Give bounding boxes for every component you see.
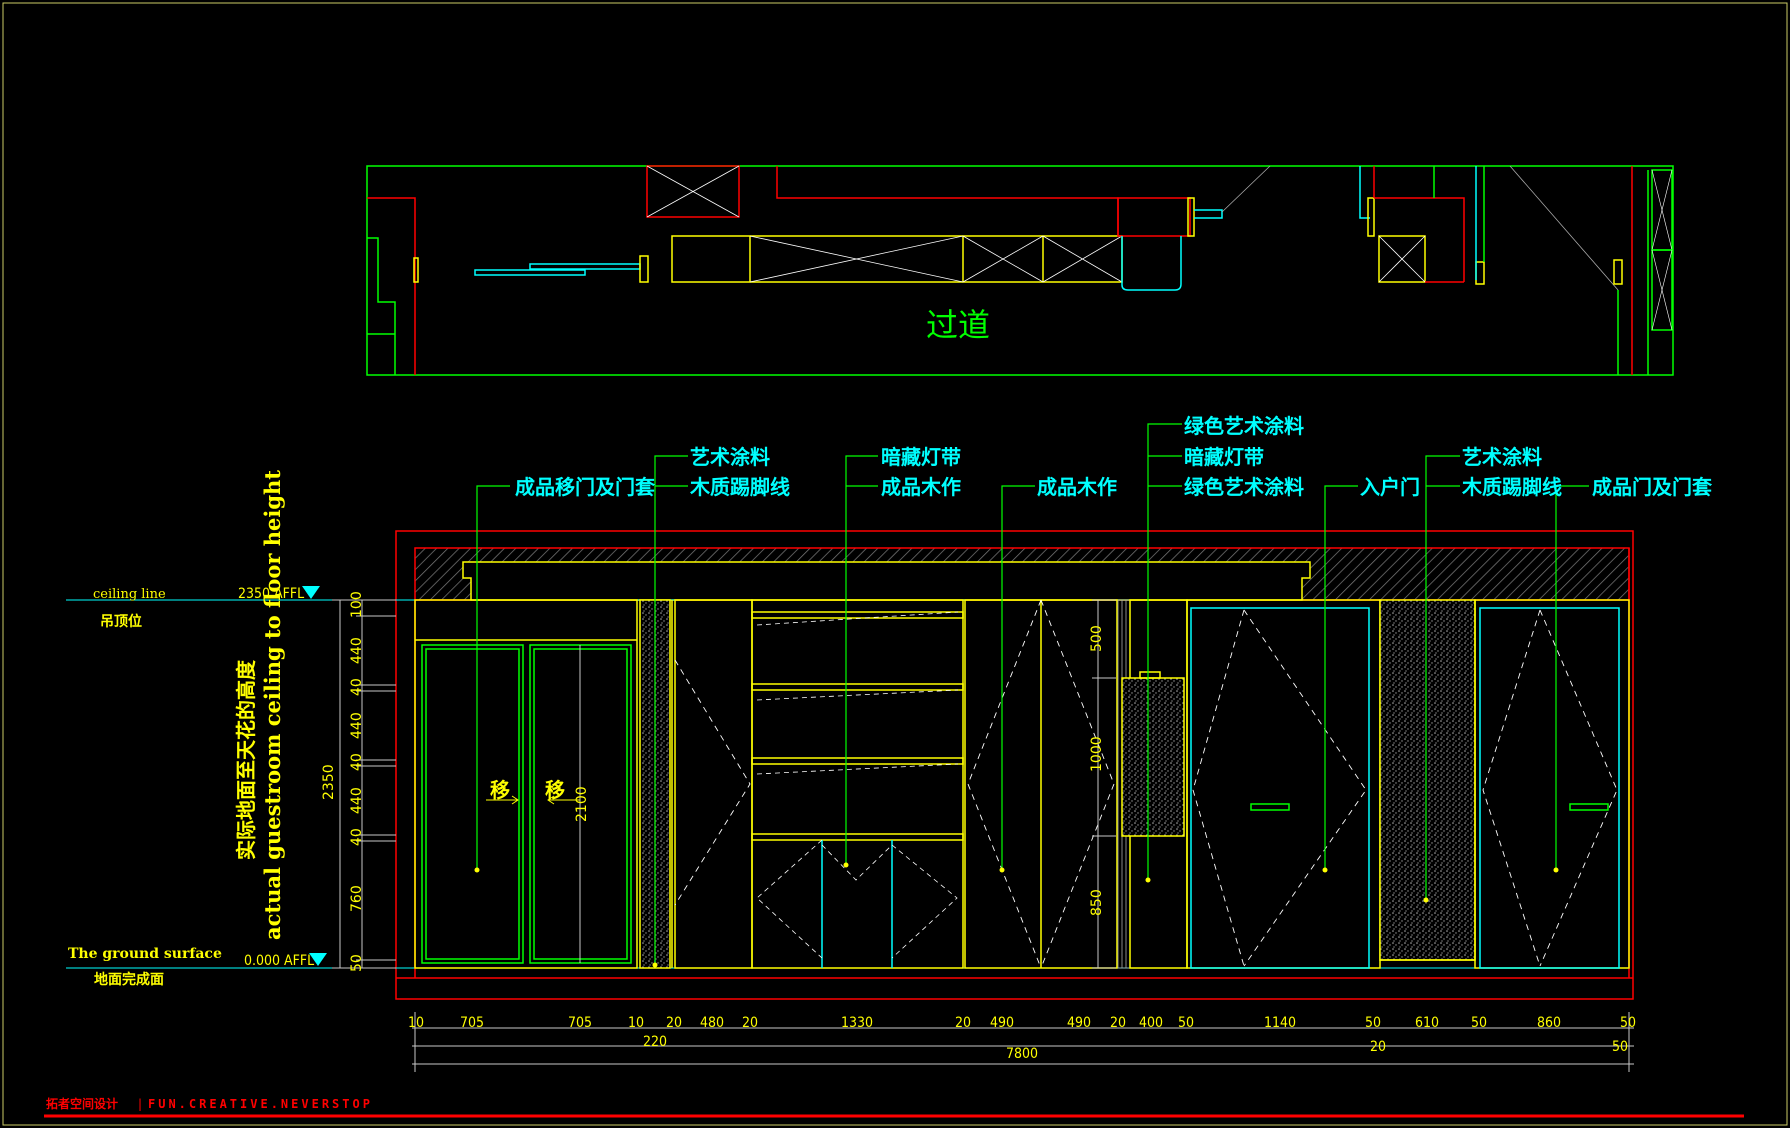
ceiling-cn-label: 吊顶位 <box>100 613 142 630</box>
svg-text:20: 20 <box>742 1015 758 1031</box>
svg-text:40: 40 <box>349 828 365 846</box>
svg-text:20: 20 <box>1110 1015 1126 1031</box>
ground-level-value: 0.000 AFFL <box>244 953 314 969</box>
vertical-total: 2350 <box>321 764 337 800</box>
svg-text:440: 440 <box>349 637 365 664</box>
svg-text:40: 40 <box>349 678 365 696</box>
callout-art-paint: 艺术涂料 <box>690 445 770 469</box>
vertical-dims-right: 500 1000 850 <box>1089 625 1105 916</box>
callout-hidden-light: 暗藏灯带 <box>881 445 961 469</box>
svg-text:760: 760 <box>349 885 365 912</box>
svg-text:10: 10 <box>628 1015 644 1031</box>
height-note-en: actual guestroom ceiling to floor height <box>260 470 285 940</box>
svg-text:10: 10 <box>408 1015 424 1031</box>
svg-text:100: 100 <box>349 591 365 618</box>
svg-text:440: 440 <box>349 712 365 739</box>
callout-sliding-door: 成品移门及门套 <box>515 475 655 499</box>
svg-text:850: 850 <box>1089 889 1105 916</box>
svg-text:20: 20 <box>955 1015 971 1031</box>
subtotal-mid: 20 <box>1370 1039 1386 1055</box>
callout-labels: 成品移门及门套 艺术涂料 木质踢脚线 暗藏灯带 成品木作 成品木作 绿色艺术涂料… <box>515 414 1712 499</box>
callout-skirting: 木质踢脚线 <box>689 475 790 499</box>
callout-skirting-2: 木质踢脚线 <box>1461 475 1562 499</box>
svg-text:490: 490 <box>1067 1015 1091 1031</box>
callout-woodwork: 成品木作 <box>881 475 961 499</box>
svg-text:20: 20 <box>666 1015 682 1031</box>
svg-text:1140: 1140 <box>1264 1015 1296 1031</box>
door-height: 2100 <box>574 786 590 822</box>
ground-level-icon <box>309 953 327 966</box>
svg-text:1000: 1000 <box>1089 736 1105 772</box>
footer-slogan: FUN.CREATIVE.NEVERSTOP <box>148 1097 373 1111</box>
svg-text:440: 440 <box>349 787 365 814</box>
elevation-view <box>66 530 1634 1000</box>
svg-text:500: 500 <box>1089 625 1105 652</box>
ground-cn-label: 地面完成面 <box>94 971 164 988</box>
ground-surface-label: The ground surface <box>68 946 222 962</box>
callout-art-paint-2: 艺术涂料 <box>1462 445 1542 469</box>
level-markers: ceiling line 2350 AFFL 吊顶位 The ground su… <box>68 586 327 988</box>
leader-ends <box>474 862 1559 968</box>
slide-mark-left: 移 <box>490 778 510 802</box>
subtotal-right: 50 <box>1612 1039 1628 1055</box>
callout-door-frame: 成品门及门套 <box>1592 475 1712 499</box>
footer-sep: | <box>138 1097 142 1111</box>
plan-label: 过道 <box>926 306 990 344</box>
ceiling-level-icon <box>302 586 320 599</box>
svg-text:50: 50 <box>349 954 365 972</box>
callout-hidden-light-2: 暗藏灯带 <box>1184 445 1264 469</box>
callout-woodwork-2: 成品木作 <box>1037 475 1117 499</box>
svg-text:860: 860 <box>1537 1015 1561 1031</box>
svg-text:50: 50 <box>1365 1015 1381 1031</box>
vertical-dim-lines <box>332 599 1116 969</box>
svg-text:490: 490 <box>990 1015 1014 1031</box>
callout-entry-door: 入户门 <box>1360 475 1420 499</box>
plan-view <box>366 165 1674 376</box>
vertical-dims-left: 100 440 40 440 40 440 40 760 50 2350 210… <box>321 591 590 972</box>
callout-green-paint: 绿色艺术涂料 <box>1184 414 1304 438</box>
overall-length: 7800 <box>1006 1046 1038 1062</box>
svg-text:1330: 1330 <box>841 1015 873 1031</box>
callout-green-paint-2: 绿色艺术涂料 <box>1184 475 1304 499</box>
svg-text:50: 50 <box>1620 1015 1636 1031</box>
svg-text:610: 610 <box>1415 1015 1439 1031</box>
svg-text:705: 705 <box>568 1015 592 1031</box>
svg-text:400: 400 <box>1139 1015 1163 1031</box>
svg-text:705: 705 <box>460 1015 484 1031</box>
svg-text:50: 50 <box>1471 1015 1487 1031</box>
footer-brand: 拓者空间设计 <box>46 1096 118 1111</box>
svg-text:50: 50 <box>1178 1015 1194 1031</box>
leader-lines <box>476 423 1589 965</box>
svg-text:480: 480 <box>700 1015 724 1031</box>
slide-mark-right: 移 <box>545 778 565 802</box>
horizontal-dims: 10 705 705 10 20 480 20 1330 20 490 490 … <box>408 1015 1636 1062</box>
horizontal-dim-lines <box>412 1012 1634 1072</box>
ceiling-level-value: 2350 AFFL <box>238 586 304 602</box>
height-note-cn: 实际地面至天花的高度 <box>234 659 258 860</box>
svg-text:40: 40 <box>349 753 365 771</box>
subtotal-left: 220 <box>643 1034 667 1050</box>
ceiling-line-label: ceiling line <box>93 587 166 602</box>
